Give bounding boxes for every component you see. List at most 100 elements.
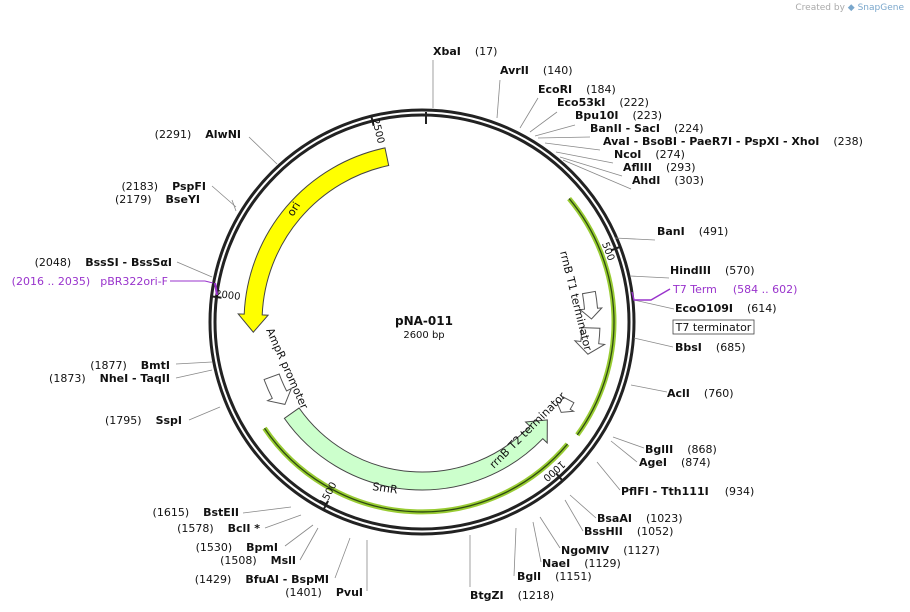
site-xbai[interactable]: XbaI(17) xyxy=(433,45,497,58)
site-bpmi-name: BpmI xyxy=(246,541,278,554)
site-bfuai-bspmi[interactable]: (1429)BfuAI - BspMI xyxy=(195,573,329,586)
site-naei[interactable]: NaeI (1129) xyxy=(542,557,621,570)
site-bpmi[interactable]: (1530) BpmI xyxy=(196,541,278,554)
site-hindiii[interactable]: HindIII(570) xyxy=(670,264,755,277)
site-nhei-taqii[interactable]: (1873)NheI - TaqII xyxy=(49,372,170,385)
site-bani-name: BanI xyxy=(657,225,685,238)
site-avrii[interactable]: AvrII(140) xyxy=(500,64,573,77)
site-bsssi-bsssai[interactable]: (2048) BssSI - BssSαI xyxy=(35,256,172,269)
site-pvui-name: PvuI xyxy=(336,586,363,599)
site-agei-name: AgeI xyxy=(639,456,667,469)
ruler-tick-1500 xyxy=(322,500,329,511)
smr-arrow[interactable] xyxy=(283,407,548,491)
primer-t7-term[interactable]: T7 Term(584 .. 602) xyxy=(672,283,797,296)
site-bmti[interactable]: (1877)BmtI xyxy=(90,359,170,372)
site-leader-lines xyxy=(175,60,675,591)
site-bgli[interactable]: BglI(1151) xyxy=(517,570,592,583)
site-ncoi-pos: (274) xyxy=(655,148,685,161)
site-afliii-name: AflIII xyxy=(623,161,652,174)
site-bpu10i[interactable]: Bpu10I(223) xyxy=(575,109,662,122)
site-bmti-name: BmtI xyxy=(141,359,170,372)
backbone-inner-ring xyxy=(213,113,631,531)
backbone-outer-ring xyxy=(208,108,636,536)
site-bsaai[interactable]: BsaAI(1023) xyxy=(597,512,683,525)
site-bglii-name: BglII xyxy=(645,443,673,456)
site-ahdi[interactable]: AhdI(303) xyxy=(632,174,704,187)
site-ncoi[interactable]: NcoI(274) xyxy=(614,148,685,161)
site-bgli-pos: (1151) xyxy=(555,570,592,583)
site-msli[interactable]: (1508)MslI xyxy=(220,554,296,567)
site-pspfi[interactable]: (2183) PspFI xyxy=(122,180,206,193)
site-banii-saci-name: BanII - SacI xyxy=(590,122,660,135)
ampr-promoter-arrow[interactable] xyxy=(263,373,293,405)
site-pflfi-tth111i[interactable]: PflFI - Tth111I(934) xyxy=(621,485,754,498)
site-bcli-pos: (1578) xyxy=(177,522,214,535)
site-avai-group-pos: (238) xyxy=(833,135,863,148)
site-btgzi-name: BtgZI xyxy=(470,589,504,602)
site-bbsi[interactable]: BbsI(685) xyxy=(675,341,746,354)
ruler-tick-500 xyxy=(610,245,621,252)
site-naei-name: NaeI xyxy=(542,557,570,570)
site-pflfi-tth111i-pos: (934) xyxy=(725,485,755,498)
site-msli-name: MslI xyxy=(271,554,296,567)
ruler-tick-1000 xyxy=(555,472,564,482)
site-bseyi-pos: (2179) xyxy=(115,193,152,206)
site-bsaai-pos: (1023) xyxy=(646,512,683,525)
site-bseyi[interactable]: (2179)BseYI xyxy=(115,193,200,206)
site-alwni[interactable]: (2291)AlwNI xyxy=(155,128,241,141)
site-avai-group[interactable]: AvaI - BsoBI - PaeR7I - PspXI - XhoI(238… xyxy=(603,135,863,148)
site-agei[interactable]: AgeI(874) xyxy=(639,456,711,469)
site-bsshii-name: BssHII xyxy=(584,525,623,538)
site-banii-saci[interactable]: BanII - SacI(224) xyxy=(590,122,704,135)
ruler-tick-2000 xyxy=(211,295,222,299)
site-btgzi[interactable]: BtgZI(1218) xyxy=(470,589,554,602)
site-afliii[interactable]: AflIII (293) xyxy=(623,161,696,174)
site-pspfi-pos: (2183) xyxy=(122,180,159,193)
site-bsssi-bsssai-pos: (2048) xyxy=(35,256,72,269)
site-bglii-pos: (868) xyxy=(687,443,717,456)
site-acli[interactable]: AclI(760) xyxy=(667,387,734,400)
site-ecori[interactable]: EcoRI(184) xyxy=(538,83,616,96)
smr-label: SmR xyxy=(372,480,399,496)
site-eco53ki-pos: (222) xyxy=(619,96,649,109)
credit-brand: SnapGene xyxy=(857,3,904,13)
site-bsshii[interactable]: BssHII(1052) xyxy=(584,525,673,538)
site-ngomiv[interactable]: NgoMIV(1127) xyxy=(561,544,660,557)
terminator-line xyxy=(263,427,568,513)
site-bpmi-pos: (1530) xyxy=(196,541,233,554)
primer-pbr322ori-f-range: (2016 .. 2035) xyxy=(12,275,91,288)
site-bbsi-name: BbsI xyxy=(675,341,702,354)
primer-pbr322ori-f[interactable]: (2016 .. 2035)pBR322ori-F xyxy=(12,275,168,288)
site-bpu10i-name: Bpu10I xyxy=(575,109,619,122)
site-bcli[interactable]: (1578)BclI * xyxy=(177,522,260,535)
site-ecori-pos: (184) xyxy=(586,83,616,96)
site-alwni-name: AlwNI xyxy=(205,128,241,141)
site-bsssi-bsssai-name: BssSI - BssSαI xyxy=(85,256,172,269)
ori-label: ori xyxy=(285,200,304,219)
site-bsteii[interactable]: (1615)BstEII xyxy=(153,506,239,519)
site-xbai-name: XbaI xyxy=(433,45,461,58)
site-pspfi-name: PspFI xyxy=(172,180,206,193)
snapgene-logo-icon: ◆ xyxy=(847,3,855,13)
site-sspi[interactable]: (1795)SspI xyxy=(105,414,182,427)
site-ecoo109i[interactable]: EcoO109I(614) xyxy=(675,302,777,315)
ruler-tick-2500 xyxy=(370,115,375,127)
terminator-lines xyxy=(262,196,617,515)
site-pvui[interactable]: (1401)PvuI xyxy=(285,586,363,599)
site-eco53ki[interactable]: Eco53kI(222) xyxy=(557,96,649,109)
rrnb-t2-arrow[interactable] xyxy=(555,396,576,413)
site-naei-pos: (1129) xyxy=(584,557,621,570)
rrnb-t1-arrow-a[interactable] xyxy=(578,290,604,320)
site-hindiii-name: HindIII xyxy=(670,264,711,277)
site-afliii-pos: (293) xyxy=(666,161,696,174)
t7-terminator-box[interactable] xyxy=(672,319,755,335)
site-bglii[interactable]: BglII (868) xyxy=(645,443,717,456)
site-ecoo109i-pos: (614) xyxy=(747,302,777,315)
site-nhei-taqii-name: NheI - TaqII xyxy=(100,372,170,385)
site-avrii-name: AvrII xyxy=(500,64,529,77)
ori-arrow[interactable] xyxy=(237,147,390,333)
terminator-line xyxy=(568,198,615,436)
rrnb-t1-arrow-b[interactable] xyxy=(573,327,607,355)
site-bani[interactable]: BanI(491) xyxy=(657,225,728,238)
